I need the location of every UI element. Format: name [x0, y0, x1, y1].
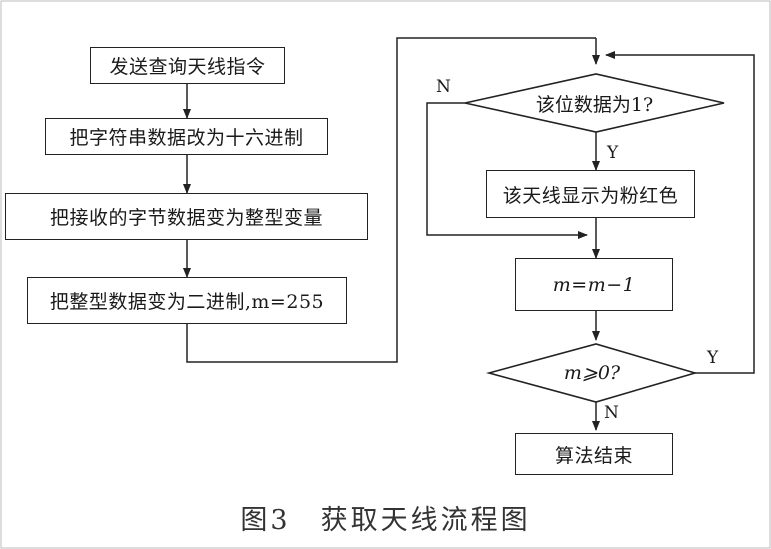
decision-bit: 该位数据为1?	[465, 74, 724, 132]
figure-caption: 图3 获取天线流程图	[240, 505, 531, 536]
step-to-integer-label: 把接收的字节数据变为整型变量	[49, 207, 323, 229]
label-m-no: N	[604, 403, 619, 423]
step-to-binary: 把整型数据变为二进制,m=255	[27, 277, 347, 324]
connector-left-to-loop	[186, 37, 596, 363]
step-to-binary-label: 把整型数据变为二进制,m=255	[49, 291, 325, 313]
label-bit-yes: Y	[607, 143, 619, 163]
connector-m-yes-loop	[605, 51, 755, 374]
step-to-integer: 把接收的字节数据变为整型变量	[5, 193, 368, 240]
step-decrement-label: m=m−1	[552, 273, 636, 296]
step-set-pink: 该天线显示为粉红色	[486, 170, 695, 218]
step-set-pink-label: 该天线显示为粉红色	[502, 184, 679, 207]
decision-m-label: m⩾0?	[563, 362, 621, 384]
label-m-yes: Y	[707, 348, 719, 368]
step-decrement: m=m−1	[515, 258, 673, 311]
step-end: 算法结束	[515, 433, 673, 475]
decision-bit-shape	[464, 73, 725, 133]
decision-bit-label: 该位数据为1?	[535, 93, 654, 116]
step-send-query-label: 发送查询天线指令	[109, 56, 266, 78]
decision-m: m⩾0?	[489, 344, 695, 402]
connector-bit-no	[426, 102, 588, 239]
step-send-query: 发送查询天线指令	[90, 47, 285, 84]
step-to-hex: 把字符串数据改为十六进制	[45, 118, 328, 155]
step-end-label: 算法结束	[554, 444, 633, 467]
step-to-hex-label: 把字符串数据改为十六进制	[69, 127, 304, 149]
label-bit-no: N	[436, 77, 451, 97]
